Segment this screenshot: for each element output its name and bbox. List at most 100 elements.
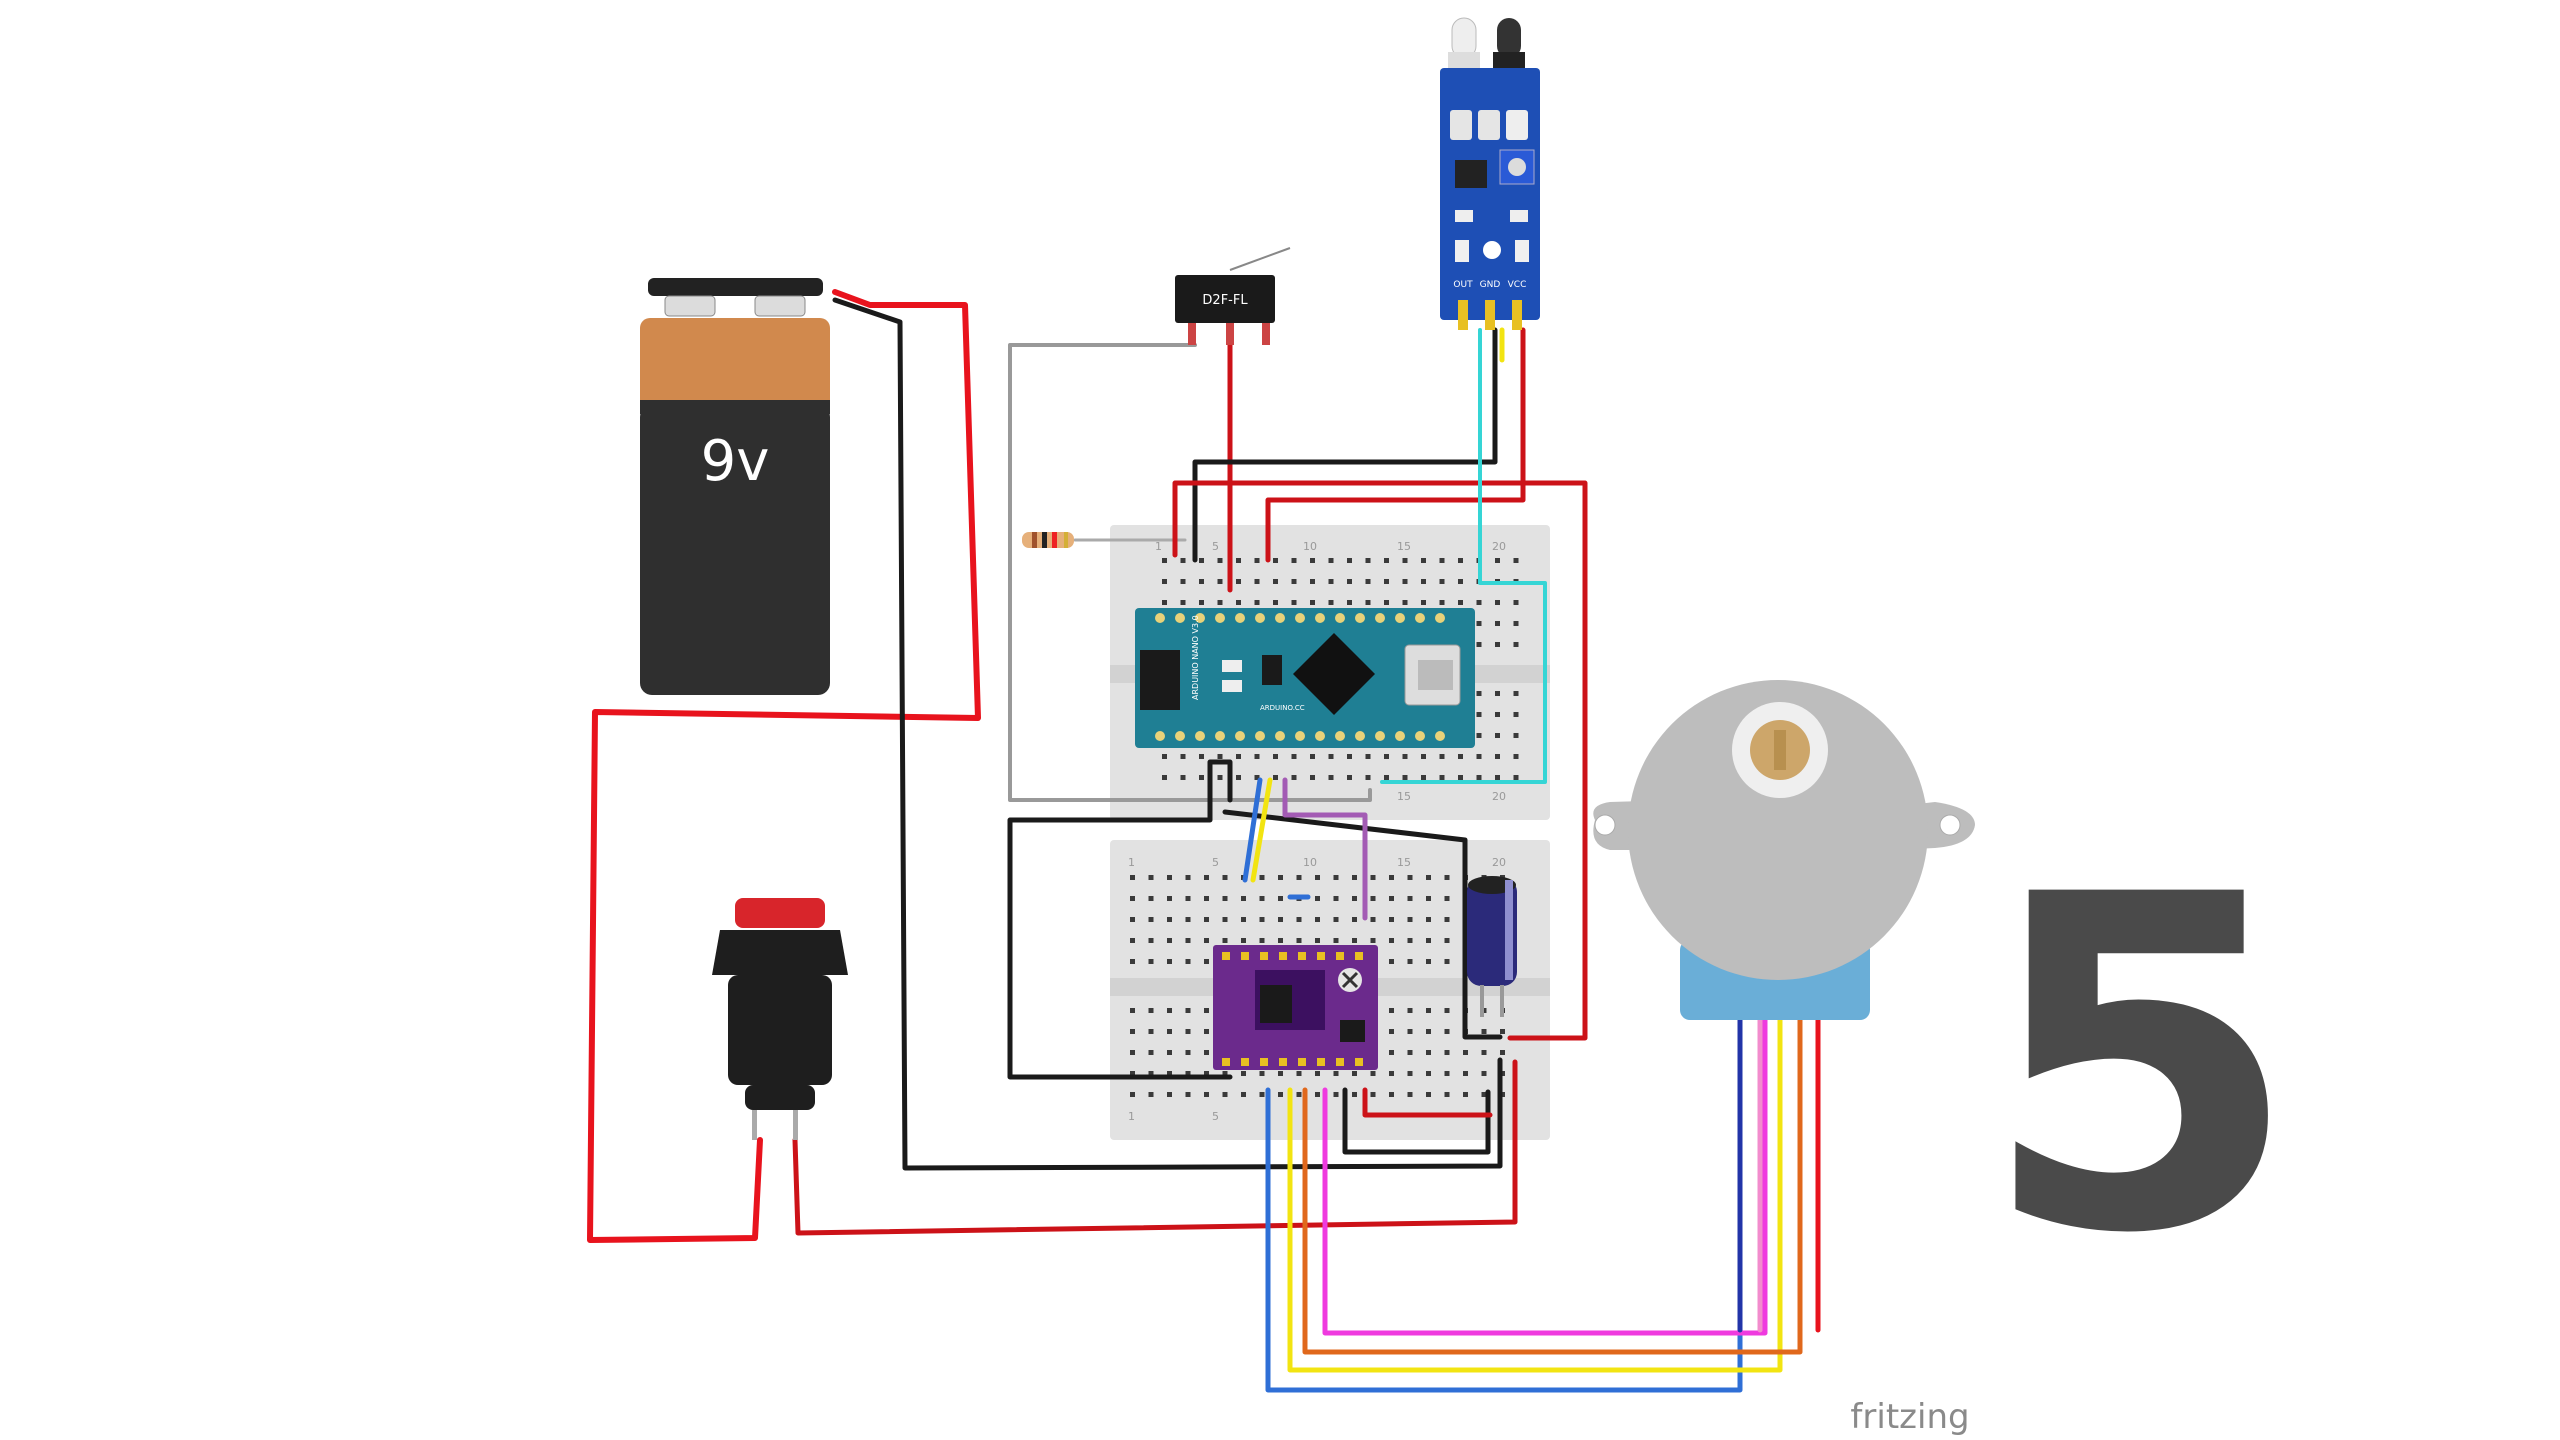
wire-top-black: [1192, 327, 1498, 563]
resistor: [1022, 532, 1074, 548]
breadboard-hole: [1426, 1050, 1431, 1055]
breadboard-hole: [1167, 1029, 1172, 1034]
breadboard-hole: [1513, 691, 1519, 696]
nano-pin: [1335, 731, 1345, 741]
breadboard-hole: [1278, 875, 1283, 880]
breadboard-hole: [1439, 775, 1445, 780]
driver-pin: [1260, 952, 1268, 960]
driver-pin: [1241, 1058, 1249, 1066]
breadboard-hole: [1180, 754, 1186, 759]
battery-label: 9v: [701, 429, 770, 494]
breadboard-hole: [1370, 896, 1376, 901]
breadboard-hole: [1236, 558, 1241, 563]
driver-pin: [1298, 1058, 1306, 1066]
breadboard-hole: [1310, 579, 1315, 584]
breadboard-hole: [1407, 1071, 1413, 1076]
stepper-motor: [1593, 680, 1975, 1020]
breadboard-hole: [1167, 1050, 1172, 1055]
fritzing-watermark: fritzing: [1850, 1397, 1969, 1437]
breadboard-hole: [1495, 558, 1500, 563]
breadboard-hole: [1347, 600, 1352, 605]
breadboard-hole: [1315, 875, 1320, 880]
breadboard-hole: [1407, 959, 1413, 964]
breadboard-hole: [1167, 1071, 1172, 1076]
nano-pin: [1275, 613, 1285, 623]
capacitor: [1467, 876, 1517, 1017]
breadboard-hole: [1199, 579, 1204, 584]
nano-pin: [1435, 613, 1445, 623]
nano-pin: [1155, 613, 1165, 623]
wire-sensor-vcc: [1265, 327, 1526, 563]
svg-text:5: 5: [1212, 1110, 1219, 1123]
nano-pin: [1215, 613, 1225, 623]
breadboard-hole: [1347, 558, 1352, 563]
battery-9v: 9v: [640, 278, 830, 695]
breadboard-hole: [1495, 600, 1500, 605]
breadboard-hole: [1291, 558, 1297, 563]
breadboard-hole: [1402, 558, 1408, 563]
breadboard-hole: [1217, 558, 1223, 563]
breadboard-hole: [1291, 754, 1297, 759]
arduino-nano: ARDUINO NANO V3.0 ARDUINO.CC: [1135, 608, 1475, 748]
breadboard-hole: [1476, 733, 1482, 738]
nano-pin: [1175, 613, 1185, 623]
breadboard-hole: [1481, 1071, 1487, 1076]
breadboard-hole: [1439, 600, 1445, 605]
breadboard-hole: [1310, 754, 1315, 759]
breadboard-hole: [1365, 600, 1371, 605]
breadboard-hole: [1500, 1029, 1505, 1034]
stepper-driver: [1213, 945, 1378, 1070]
breadboard-hole: [1185, 875, 1191, 880]
breadboard-hole: [1167, 917, 1172, 922]
breadboard-hole: [1148, 938, 1154, 943]
breadboard-hole: [1352, 917, 1357, 922]
breadboard-hole: [1328, 558, 1334, 563]
breadboard-hole: [1426, 917, 1431, 922]
driver-pin: [1279, 1058, 1287, 1066]
breadboard-hole: [1130, 1071, 1135, 1076]
breadboard-hole: [1476, 642, 1482, 647]
breadboard-hole: [1426, 1029, 1431, 1034]
driver-pin: [1317, 1058, 1325, 1066]
breadboard-hole: [1458, 558, 1463, 563]
driver-pin: [1260, 1058, 1268, 1066]
breadboard-hole: [1389, 896, 1394, 901]
wire-short-blue: [1242, 777, 1263, 883]
breadboard-hole: [1389, 917, 1394, 922]
breadboard-hole: [1370, 1071, 1376, 1076]
breadboard-hole: [1365, 775, 1371, 780]
breadboard-hole: [1421, 579, 1426, 584]
breadboard-hole: [1389, 1008, 1394, 1013]
breadboard-hole: [1389, 1071, 1394, 1076]
breadboard-hole: [1148, 1050, 1154, 1055]
breadboard-hole: [1222, 875, 1228, 880]
breadboard-hole: [1130, 917, 1135, 922]
breadboard-hole: [1513, 712, 1519, 717]
breadboard-hole: [1352, 938, 1357, 943]
breadboard-hole: [1463, 1050, 1468, 1055]
nano-pin: [1315, 613, 1325, 623]
breadboard-hole: [1347, 579, 1352, 584]
nano-pin: [1375, 613, 1385, 623]
breadboard-hole: [1236, 754, 1241, 759]
breadboard-hole: [1328, 754, 1334, 759]
breadboard-hole: [1204, 1092, 1209, 1097]
breadboard-hole: [1315, 917, 1320, 922]
breadboard-hole: [1254, 579, 1260, 584]
wire-lower-black: [1007, 759, 1233, 1080]
breadboard-hole: [1481, 1029, 1487, 1034]
breadboard-hole: [1148, 1071, 1154, 1076]
breadboard-hole: [1167, 938, 1172, 943]
breadboard-hole: [1222, 938, 1228, 943]
breadboard-hole: [1222, 917, 1228, 922]
driver-pin: [1222, 1058, 1230, 1066]
breadboard-hole: [1476, 775, 1482, 780]
breadboard-hole: [1407, 1092, 1413, 1097]
breadboard-hole: [1217, 754, 1223, 759]
breadboard-hole: [1370, 1092, 1376, 1097]
breadboard-hole: [1444, 959, 1450, 964]
breadboard-hole: [1204, 1050, 1209, 1055]
breadboard-hole: [1254, 775, 1260, 780]
breadboard-hole: [1162, 600, 1167, 605]
breadboard-hole: [1333, 1071, 1339, 1076]
